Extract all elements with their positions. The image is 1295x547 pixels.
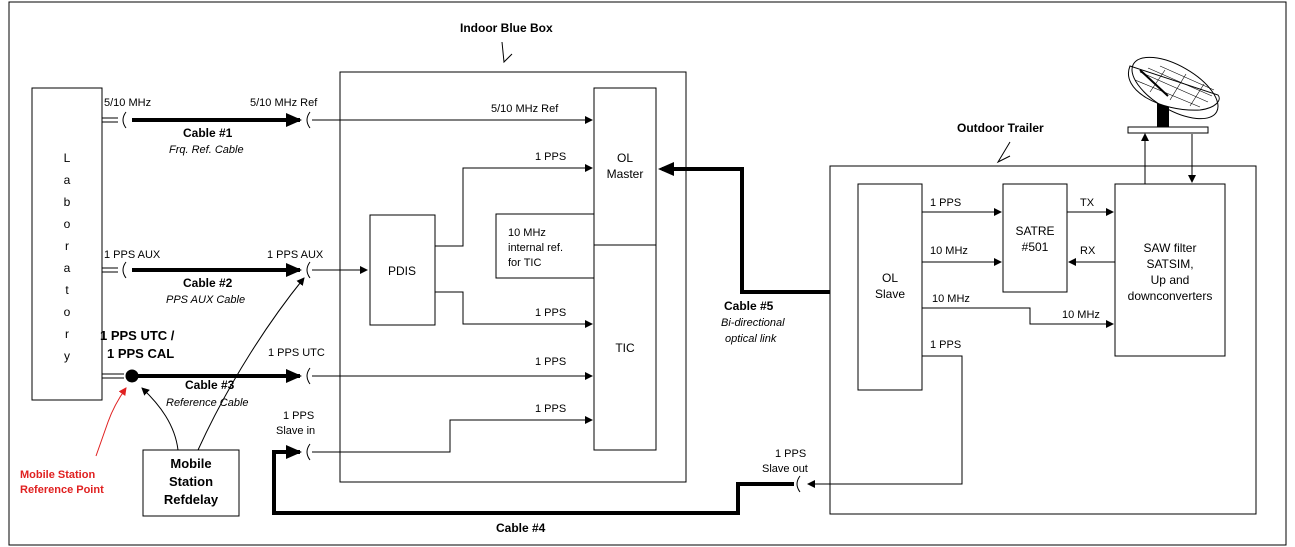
- cable-1-desc: Frq. Ref. Cable: [169, 144, 244, 156]
- signal-1pps-utc-tic-label: 1 PPS: [535, 356, 566, 368]
- satre-block: SATRE #501: [1003, 184, 1067, 292]
- ol-master-tic-block: OL Master TIC: [594, 88, 656, 450]
- signal-slave-1pps-label: 1 PPS: [930, 197, 961, 209]
- lab-port-1pps-cal-label: 1 PPS CAL: [107, 346, 174, 361]
- cable-5-desc-2: optical link: [725, 333, 777, 345]
- box-port-slave-in-label-1: 1 PPS: [283, 410, 314, 422]
- cable-1: 5/10 MHz Ref Cable #1 Frq. Ref. Cable: [132, 97, 318, 156]
- connector-icon: [797, 476, 800, 492]
- connector-icon: [307, 262, 310, 278]
- lab-port-5-10-label: 5/10 MHz: [104, 97, 151, 109]
- signal-1pps-pdis-tic-label: 1 PPS: [535, 307, 566, 319]
- pdis-label: PDIS: [388, 264, 416, 278]
- signal-tx-label: TX: [1080, 197, 1095, 209]
- pdis-block: PDIS: [370, 215, 435, 325]
- satre-label-1: SATRE: [1015, 224, 1054, 238]
- tic-internal-ref-1: 10 MHz: [508, 227, 546, 239]
- connector-icon: [123, 112, 126, 128]
- ol-slave-block: OL Slave: [858, 184, 922, 390]
- connector-icon: [307, 444, 310, 460]
- lab-port-1pps-utc-label: 1 PPS UTC /: [100, 328, 175, 343]
- cable-2-name: Cable #2: [183, 276, 233, 290]
- saw-label-2: SATSIM,: [1146, 257, 1193, 271]
- saw-filter-block: SAW filter SATSIM, Up and downconverters: [1115, 184, 1225, 356]
- signal-slave-10mhz-2-label: 10 MHz: [932, 293, 970, 305]
- laboratory-letter: o: [64, 217, 71, 231]
- connector-icon: [307, 112, 310, 128]
- laboratory-letter: b: [64, 195, 71, 209]
- saw-label-3: Up and: [1151, 273, 1190, 287]
- laboratory-letter: o: [64, 305, 71, 319]
- ol-master-label-1: OL: [617, 151, 633, 165]
- box-port-slave-in-label-2: Slave in: [276, 425, 315, 437]
- laboratory-letter: r: [65, 239, 69, 253]
- signal-1pps-master-label: 1 PPS: [535, 151, 566, 163]
- signal-5-10-ref-label: 5/10 MHz Ref: [491, 103, 559, 115]
- satre-label-2: #501: [1022, 240, 1049, 254]
- indoor-blue-box-title: Indoor Blue Box: [460, 21, 553, 35]
- saw-label-1: SAW filter: [1144, 241, 1197, 255]
- signal-saw-10mhz-label: 10 MHz: [1062, 309, 1100, 321]
- tic-internal-ref-2: internal ref.: [508, 242, 563, 254]
- box-port-5-10-ref-label: 5/10 MHz Ref: [250, 97, 318, 109]
- laboratory-letter: r: [65, 327, 69, 341]
- cable-3-desc: Reference Cable: [166, 397, 249, 409]
- reference-point-label-1: Mobile Station: [20, 469, 95, 481]
- pointer-icon: [502, 42, 512, 62]
- laboratory-block: L a b o r a t o r y: [32, 88, 102, 400]
- cable-5-name: Cable #5: [724, 299, 774, 313]
- ol-master-label-2: Master: [607, 167, 644, 181]
- outdoor-trailer-title: Outdoor Trailer: [957, 121, 1044, 135]
- laboratory-letter: a: [64, 173, 71, 187]
- trailer-port-slave-out-label-1: 1 PPS: [775, 448, 806, 460]
- cable-5: Cable #5 Bi-directional optical link: [658, 162, 852, 345]
- connector-icon: [307, 368, 310, 384]
- laboratory-letter: a: [64, 261, 71, 275]
- cable-5-desc-1: Bi-directional: [721, 317, 785, 329]
- signal-rx-label: RX: [1080, 245, 1096, 257]
- satellite-dish-icon: [1122, 45, 1227, 184]
- ol-slave-label-2: Slave: [875, 287, 905, 301]
- signal-slave-10mhz-label: 10 MHz: [930, 245, 968, 257]
- laboratory-letter: y: [64, 349, 70, 363]
- box-port-1pps-utc-label: 1 PPS UTC: [268, 347, 325, 359]
- lab-port-1pps-aux-label: 1 PPS AUX: [104, 249, 161, 261]
- refdelay-label-3: Refdelay: [164, 492, 219, 507]
- reference-point-icon: [126, 370, 138, 382]
- signal-1pps-slave-tic-label: 1 PPS: [535, 403, 566, 415]
- cable-2-desc: PPS AUX Cable: [166, 294, 245, 306]
- ol-slave-label-1: OL: [882, 271, 898, 285]
- cable-4-name: Cable #4: [496, 521, 546, 535]
- cable-2: 1 PPS AUX Cable #2 PPS AUX Cable: [132, 249, 324, 306]
- cable-3-name: Cable #3: [185, 378, 235, 392]
- trailer-port-slave-out-label-2: Slave out: [762, 463, 808, 475]
- reference-point-label-2: Reference Point: [20, 484, 104, 496]
- pointer-icon: [998, 142, 1010, 162]
- mobile-station-reference-point: Mobile Station Reference Point: [20, 388, 126, 496]
- refdelay-label-2: Station: [169, 474, 213, 489]
- tic-internal-ref-3: for TIC: [508, 257, 541, 269]
- refdelay-label-1: Mobile: [170, 456, 211, 471]
- box-port-1pps-aux-label: 1 PPS AUX: [267, 249, 324, 261]
- saw-label-4: downconverters: [1128, 289, 1213, 303]
- connector-icon: [123, 262, 126, 278]
- tic-label: TIC: [615, 341, 635, 355]
- signal-slave-1pps-out-label: 1 PPS: [930, 339, 961, 351]
- laboratory-letter: L: [64, 151, 71, 165]
- cable-1-name: Cable #1: [183, 126, 233, 140]
